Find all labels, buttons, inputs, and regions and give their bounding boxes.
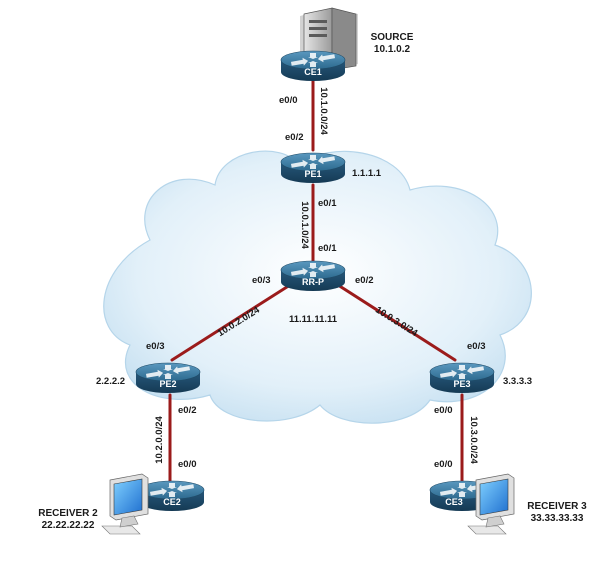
receiver-2-label: RECEIVER 2 xyxy=(38,508,98,519)
router-rrp[interactable]: RR-P xyxy=(280,260,346,292)
if-pe3-e0-3: e0/3 xyxy=(467,341,486,352)
source-label: SOURCE xyxy=(371,32,414,43)
links xyxy=(168,70,464,487)
pe2-ip: 2.2.2.2 xyxy=(96,376,125,387)
router-ce2-label: CE2 xyxy=(163,497,181,507)
subnet-pe2-ce2: 10.2.0.0/24 xyxy=(154,416,165,464)
router-pe1[interactable]: PE1 xyxy=(280,152,346,184)
receiver-3-label: RECEIVER 3 xyxy=(527,501,587,512)
subnet-ce1-pe1: 10.1.0.0/24 xyxy=(318,87,329,135)
router-ce3-label: CE3 xyxy=(445,497,463,507)
router-rrp-label: RR-P xyxy=(302,277,324,287)
if-rrp-e0-1: e0/1 xyxy=(318,243,337,254)
receiver-2-pc-icon xyxy=(101,473,149,535)
rrp-ip: 11.11.11.11 xyxy=(289,314,338,325)
receiver-3-ip: 33.33.33.33 xyxy=(531,513,584,524)
if-ce3-e0-0: e0/0 xyxy=(434,459,453,470)
if-pe2-e0-2: e0/2 xyxy=(178,405,197,416)
subnet-pe1-rrp: 10.0.1.0/24 xyxy=(299,201,310,249)
if-pe2-e0-3: e0/3 xyxy=(146,341,165,352)
router-ce1[interactable]: CE1 xyxy=(280,50,346,82)
if-pe3-e0-0: e0/0 xyxy=(434,405,453,416)
pe1-ip: 1.1.1.1 xyxy=(352,168,382,179)
source-ip: 10.1.0.2 xyxy=(374,44,411,55)
router-ce2[interactable]: CE2 xyxy=(139,480,205,512)
router-ce1-label: CE1 xyxy=(304,67,322,77)
router-pe3[interactable]: PE3 xyxy=(429,362,495,394)
subnet-pe3-ce3: 10.3.0.0/24 xyxy=(468,416,479,464)
pe3-ip: 3.3.3.3 xyxy=(503,376,532,387)
router-pe1-label: PE1 xyxy=(304,169,321,179)
router-pe2[interactable]: PE2 xyxy=(135,362,201,394)
if-ce2-e0-0: e0/0 xyxy=(178,459,197,470)
router-ce3[interactable]: CE3 xyxy=(429,480,495,512)
if-pe1-e0-1: e0/1 xyxy=(318,198,337,209)
if-pe1-e0-2: e0/2 xyxy=(285,132,304,143)
if-rrp-e0-2: e0/2 xyxy=(355,275,374,286)
receiver-2-ip: 22.22.22.22 xyxy=(42,520,95,531)
router-pe2-label: PE2 xyxy=(159,379,176,389)
router-pe3-label: PE3 xyxy=(453,379,470,389)
link-rrp-pe2 xyxy=(170,283,292,362)
link-rrp-pe3 xyxy=(336,283,457,362)
if-ce1-e0-0: e0/0 xyxy=(279,95,298,106)
if-rrp-e0-3: e0/3 xyxy=(252,275,271,286)
